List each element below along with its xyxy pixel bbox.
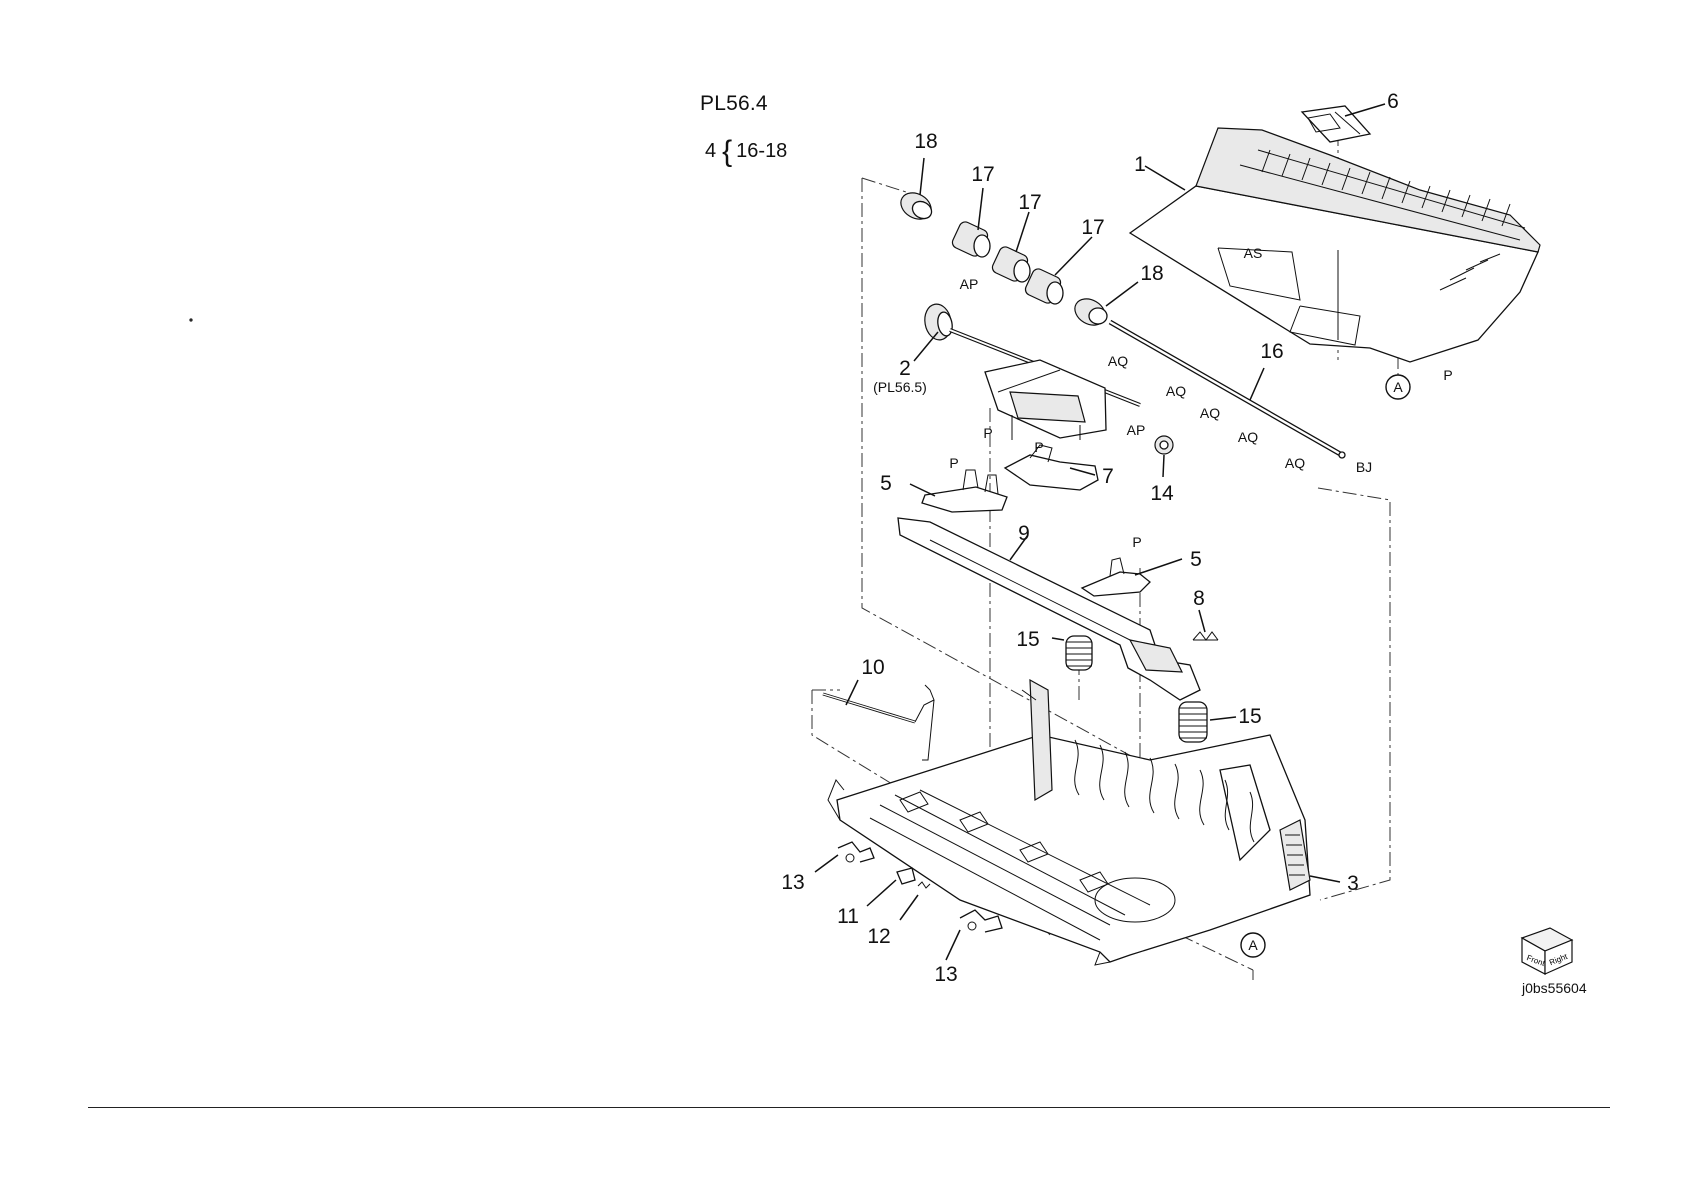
ref-a-upper: A bbox=[1393, 379, 1403, 395]
part-13-actuator-upper bbox=[838, 842, 874, 862]
callout-17-a: 17 bbox=[971, 163, 994, 186]
callout-17-c: 17 bbox=[1081, 216, 1104, 239]
ref-p-right: P bbox=[1443, 367, 1452, 383]
part-5-bracket-left bbox=[922, 470, 1007, 512]
part-5-bracket-right bbox=[1082, 558, 1150, 596]
ref-as: AS bbox=[1244, 245, 1263, 261]
callout-8: 8 bbox=[1193, 587, 1205, 610]
ref-ap-upper: AP bbox=[960, 276, 979, 292]
part-11-actuator bbox=[897, 868, 915, 884]
feed-roll-holder bbox=[985, 360, 1106, 440]
part-8-spring bbox=[1193, 632, 1218, 640]
roller-17-a bbox=[950, 220, 990, 258]
callout-5-left: 5 bbox=[880, 472, 892, 495]
callout-1: 1 bbox=[1134, 153, 1146, 176]
part-12-spring bbox=[918, 882, 930, 888]
callout-2-plate-ref: (PL56.5) bbox=[873, 379, 927, 395]
ref-p-4: P bbox=[949, 455, 958, 471]
callout-3: 3 bbox=[1347, 872, 1359, 895]
image-id: j0bs55604 bbox=[1522, 980, 1587, 996]
ref-aq-1: AQ bbox=[1108, 353, 1128, 369]
callout-6: 6 bbox=[1387, 90, 1399, 113]
footer-rule bbox=[88, 1107, 1610, 1108]
callout-16: 16 bbox=[1260, 340, 1283, 363]
ref-a-lower: A bbox=[1248, 937, 1258, 953]
part-14-gear bbox=[1155, 436, 1173, 454]
orientation-cube-icon: Front Right bbox=[1522, 928, 1572, 974]
ref-bj: BJ bbox=[1356, 459, 1372, 475]
callout-7: 7 bbox=[1102, 465, 1114, 488]
callout-15-lower: 15 bbox=[1238, 705, 1261, 728]
part-1-upper-chute-cover bbox=[1130, 106, 1540, 362]
callout-17-b: 17 bbox=[1018, 191, 1041, 214]
ref-p-5: P bbox=[1132, 534, 1141, 550]
ref-p-3: P bbox=[1034, 439, 1043, 455]
callout-11: 11 bbox=[837, 905, 859, 928]
callout-18-right: 18 bbox=[1140, 262, 1163, 285]
callout-12: 12 bbox=[867, 925, 890, 948]
callout-14: 14 bbox=[1150, 482, 1174, 505]
ref-aq-4: AQ bbox=[1238, 429, 1258, 445]
ref-aq-3: AQ bbox=[1200, 405, 1220, 421]
part-9-link-lever bbox=[898, 518, 1200, 700]
roller-18-right bbox=[1070, 294, 1110, 331]
ref-p-2: P bbox=[983, 425, 992, 441]
callout-13-lower: 13 bbox=[934, 963, 957, 986]
callout-5-right: 5 bbox=[1190, 548, 1202, 571]
callout-13-upper: 13 bbox=[781, 871, 804, 894]
part-7-bracket bbox=[1005, 445, 1098, 490]
roller-17-b bbox=[990, 245, 1030, 283]
callout-10: 10 bbox=[861, 656, 884, 679]
ref-aq-2: AQ bbox=[1166, 383, 1186, 399]
callout-9: 9 bbox=[1018, 522, 1030, 545]
part-15-spring-lower bbox=[1179, 702, 1207, 742]
roller-18-left bbox=[896, 188, 936, 225]
callout-18-top: 18 bbox=[914, 130, 937, 153]
callout-15-upper: 15 bbox=[1016, 628, 1039, 651]
ref-aq-5: AQ bbox=[1285, 455, 1305, 471]
ref-ap-lower: AP bbox=[1127, 422, 1146, 438]
callout-2: 2 bbox=[899, 357, 911, 380]
part-15-spring-upper bbox=[1066, 636, 1092, 670]
part-10-rod bbox=[823, 685, 934, 760]
